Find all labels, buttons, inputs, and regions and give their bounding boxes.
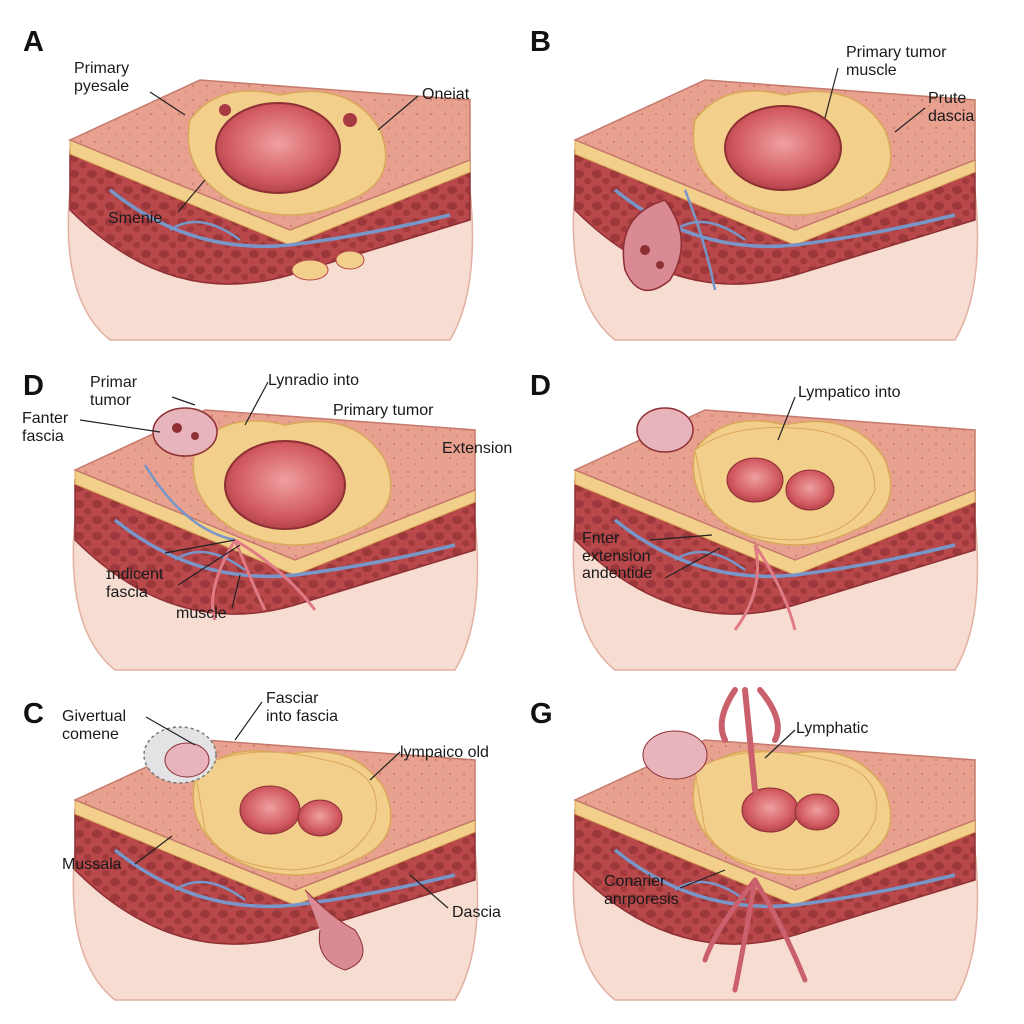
panel-a-illustration bbox=[66, 78, 475, 342]
label-fnter-extension-andentide: Fnter extension andentide bbox=[582, 530, 653, 583]
panel-c-illustration bbox=[71, 726, 480, 1002]
panel-letter-c: C bbox=[23, 698, 44, 730]
label-primar-tumor: Primar tumor bbox=[90, 374, 138, 409]
panel-letter-a: A bbox=[23, 26, 44, 58]
label-primary-pyesale: Primary pyesale bbox=[74, 60, 130, 95]
label-fasciar-into-fascia: Fasciar into fascia bbox=[266, 690, 339, 725]
label-lympaico-old: lympaico old bbox=[400, 744, 489, 761]
label-oneiat: Oneiat bbox=[422, 86, 470, 103]
panel-letter-g: G bbox=[530, 698, 553, 730]
label-conarier-anrporesis: Conarier anrporesis bbox=[604, 873, 679, 908]
label-lymphatic: Lymphatic bbox=[796, 720, 869, 737]
label-muscle: muscle bbox=[176, 605, 227, 622]
panel-b-illustration bbox=[571, 78, 980, 342]
leader-lines bbox=[79, 67, 926, 909]
label-givertual-comene: Givertual comene bbox=[62, 708, 127, 743]
label-lympatico-into: Lympatico into bbox=[798, 384, 901, 401]
panel-d-left-illustration bbox=[71, 407, 480, 672]
label-lynradio-into: Lynradio into bbox=[268, 372, 360, 389]
label-mussala: Mussala bbox=[62, 856, 122, 873]
label-extension: Extension bbox=[442, 440, 513, 457]
label-dascia: Dascia bbox=[452, 904, 501, 921]
panel-letter-d-left: D bbox=[23, 370, 44, 402]
label-smenie: Smenie bbox=[108, 210, 163, 227]
label-fanter-fascia: Fanter fascia bbox=[22, 410, 69, 445]
panel-letter-d-right: D bbox=[530, 370, 551, 402]
panel-letter-b: B bbox=[530, 26, 551, 58]
label-prute-dascia: Prute dascia bbox=[928, 90, 975, 125]
panel-d-right-illustration bbox=[571, 407, 980, 672]
label-primary-tumor: Primary tumor bbox=[333, 402, 434, 419]
label-indicent-fascia: ɪndicent fascia bbox=[106, 566, 164, 601]
label-primary-tumor-muscle: Primary tumor muscle bbox=[846, 44, 947, 79]
panel-g-illustration bbox=[571, 687, 980, 1002]
